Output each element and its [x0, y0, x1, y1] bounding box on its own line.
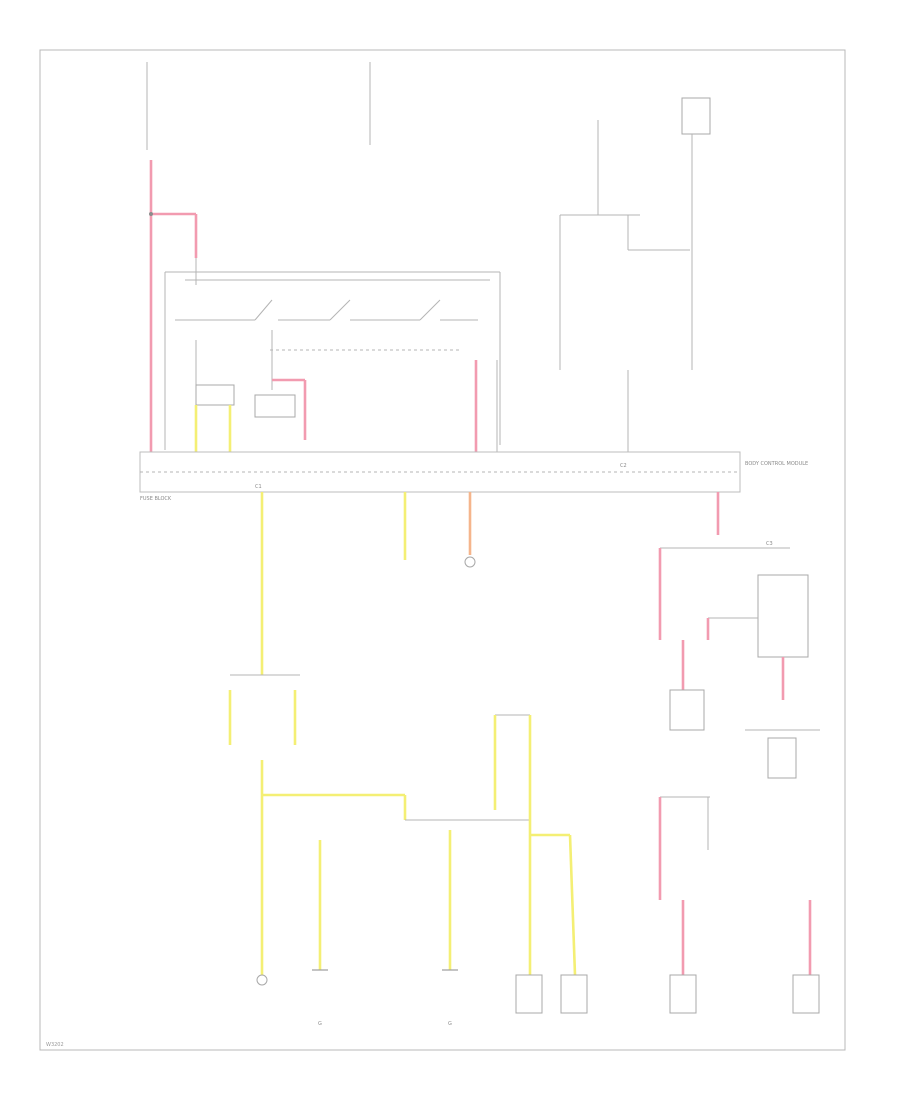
fuse-block-label: FUSE BLOCK — [140, 496, 172, 502]
ground-label-2: G — [448, 1021, 452, 1027]
top-left-circuit — [146, 62, 371, 452]
right-circuit — [658, 492, 820, 1014]
connector-label-c1: C1 — [255, 484, 262, 490]
ground-symbols: G G — [312, 969, 458, 1027]
lower-left-circuit — [256, 760, 530, 986]
lower-middle-circuit — [493, 714, 588, 1014]
top-right-circuit — [559, 97, 711, 452]
diagram-frame — [39, 49, 846, 1051]
middle-left-circuit — [228, 492, 476, 745]
page-reference: W3202 — [46, 1042, 64, 1048]
ground-label-1: G — [318, 1021, 322, 1027]
body-control-module: FUSE BLOCK BODY CONTROL MODULE — [139, 451, 808, 502]
bcm-label: BODY CONTROL MODULE — [745, 461, 808, 467]
connector-label-c2: C2 — [620, 463, 627, 469]
connector-label-c3: C3 — [766, 541, 773, 547]
switch-block — [164, 271, 501, 452]
